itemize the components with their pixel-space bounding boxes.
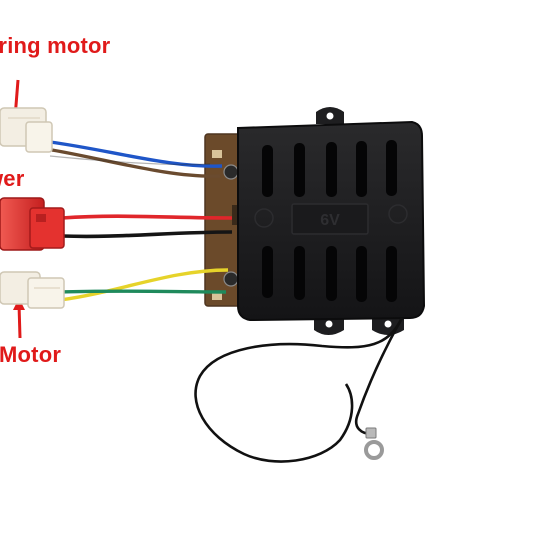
capacitor	[223, 271, 239, 287]
mounting-hole	[325, 320, 333, 328]
pcb-pad	[212, 150, 222, 158]
label-plate	[291, 203, 369, 235]
power-label: wer	[0, 166, 25, 191]
steering-motor-label: ering motor	[0, 33, 111, 58]
power-wires	[61, 214, 233, 239]
capacitor	[223, 164, 239, 180]
antenna-wire	[194, 317, 404, 463]
steering-connector	[0, 107, 53, 153]
embossed-logo	[254, 208, 274, 228]
voltage-marking: 6V	[320, 212, 340, 229]
vent-slots	[262, 140, 397, 302]
power-connector	[0, 197, 65, 251]
pcb-pad	[212, 292, 222, 300]
motor-wires	[59, 268, 229, 302]
motor-connector	[0, 271, 65, 309]
motor-label: Motor	[0, 342, 62, 367]
steering-motor-wires	[49, 140, 223, 178]
mounting-hole	[326, 112, 334, 120]
embossed-logo	[388, 204, 408, 224]
mounting-hole	[384, 320, 392, 328]
